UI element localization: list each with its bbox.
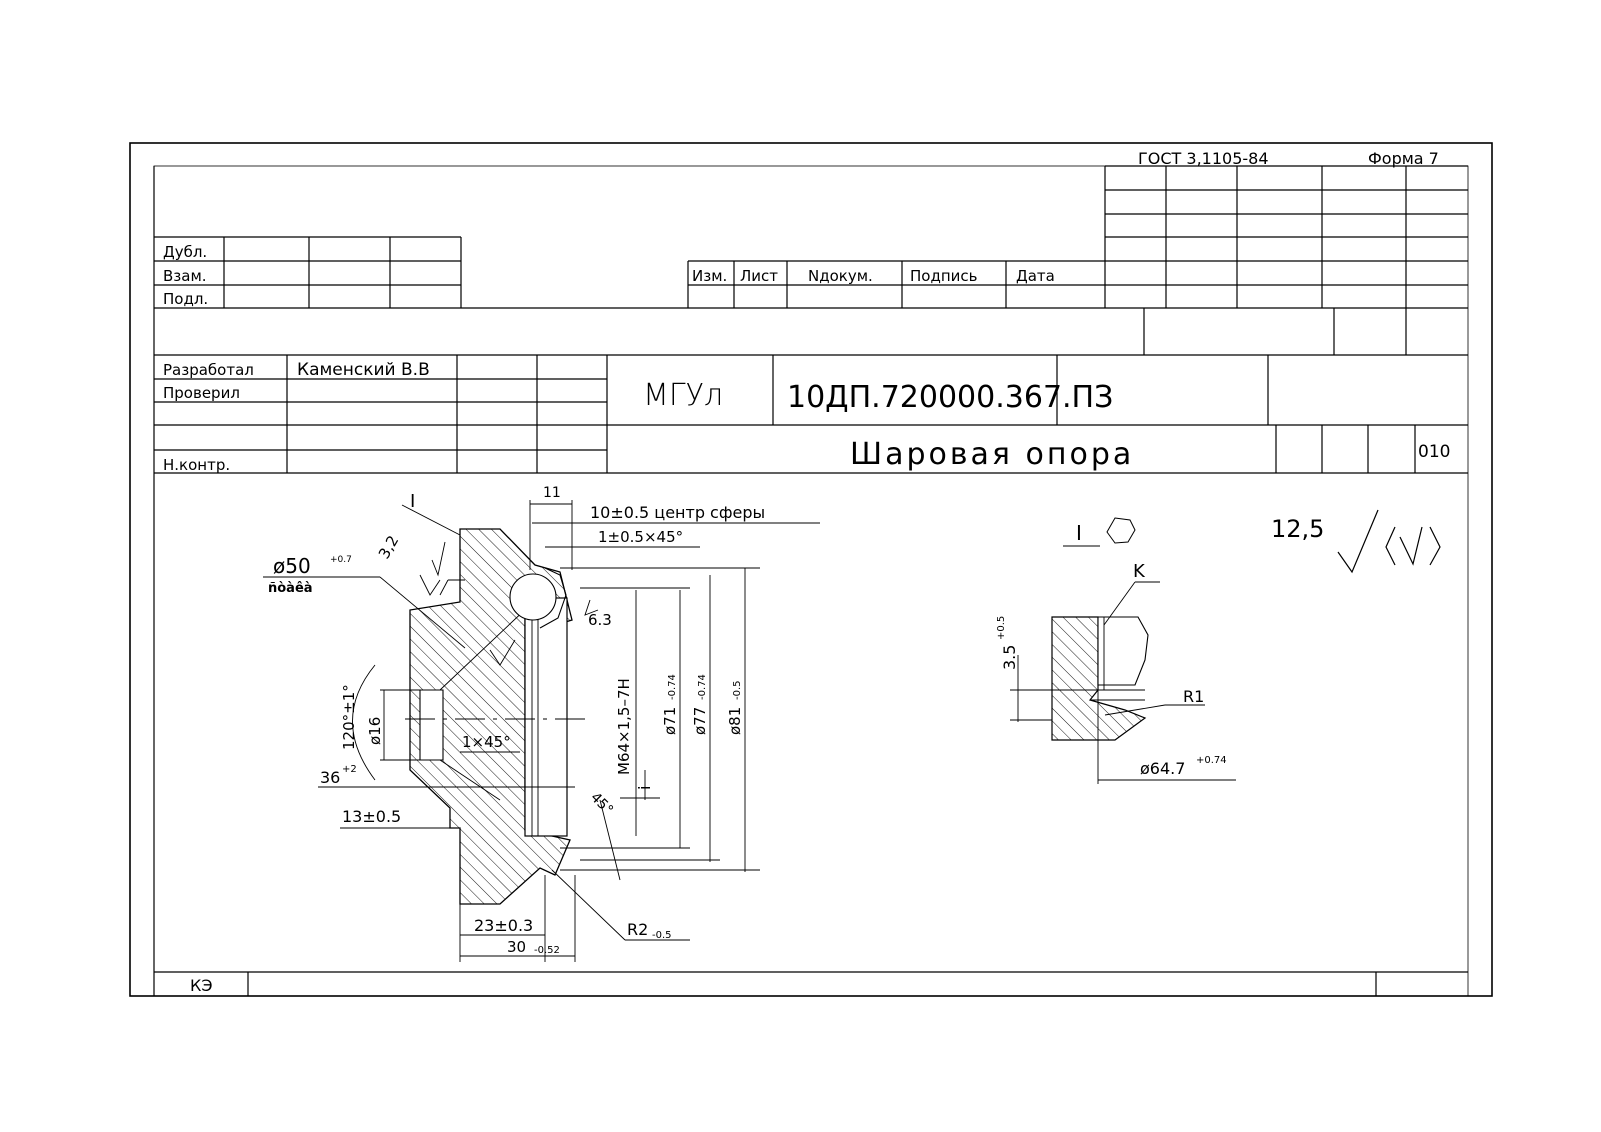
roughness-check-icon	[1337, 509, 1379, 574]
detail-label: I	[1076, 521, 1082, 545]
roughness-32: 3,2	[375, 532, 403, 562]
roughness-63: 6.3	[588, 611, 612, 629]
operation-number: 010	[1418, 442, 1450, 462]
dim-35-tol: +0.5	[996, 616, 1007, 640]
dim-dia50: ø50	[273, 554, 311, 578]
dim-dia71-tol: -0.74	[667, 674, 678, 700]
left-stamp-grid	[154, 236, 462, 308]
norm-control-label: Н.контр.	[163, 456, 230, 474]
dim-dia81: ø81	[726, 707, 744, 735]
paren-right	[1429, 526, 1441, 566]
part-name: Шаровая опора	[850, 437, 1134, 472]
inner-frame	[153, 165, 1469, 997]
sign-label: Подпись	[910, 267, 977, 285]
dim-dia50-garbled: ñòàêà	[268, 581, 313, 596]
form-label: Форма 7	[1368, 149, 1439, 168]
dim-dia77-tol: -0.74	[697, 674, 708, 700]
roughness-general: 12,5	[1271, 515, 1324, 543]
dim-23: 23±0.3	[474, 916, 533, 935]
list-label: Лист	[740, 267, 778, 285]
dim-r2-tol: -0.5	[652, 930, 672, 941]
dim-dia81-tol: -0.5	[732, 680, 743, 700]
title-block-grid	[154, 355, 1468, 474]
dim-dia71: ø71	[661, 707, 679, 735]
dim-13: 13±0.5	[342, 807, 401, 826]
dim-11: 11	[543, 485, 561, 501]
dim-angle36: 36	[320, 768, 340, 787]
checked-label: Проверил	[163, 384, 240, 402]
detail-view	[1010, 581, 1236, 784]
dim-angle36-tol: +2	[342, 764, 357, 775]
gost-label: ГОСТ 3,1105-84	[1138, 149, 1269, 168]
thread-bore	[524, 597, 568, 837]
developer-name: Каменский В.В	[297, 360, 430, 380]
dim-angle120: 120°±1°	[340, 684, 358, 750]
dim-r2: R2	[627, 920, 648, 939]
izm-label: Изм.	[692, 267, 727, 285]
center-hole	[419, 689, 444, 761]
dim-dia50-tol: +0.7	[330, 555, 352, 565]
roughness-check-small-icon	[1399, 526, 1423, 566]
dim-dia647-tol: +0.74	[1196, 755, 1227, 766]
section-mark: I	[410, 491, 415, 512]
dim-sphere-center: 10±0.5 центр сферы	[590, 503, 765, 522]
dim-r1: R1	[1183, 687, 1204, 706]
dim-chamfer-inner: 1×45°	[462, 733, 511, 751]
organization: МГУл	[643, 378, 723, 413]
detail-circle-icon	[1106, 517, 1136, 544]
dim-thread: M64×1,5–7H	[615, 678, 633, 775]
dim-dia647: ø64.7	[1140, 759, 1185, 778]
stamp-row-podl: Подл.	[163, 290, 208, 308]
dim-dia16: ø16	[366, 717, 384, 745]
dimension-lines	[263, 500, 820, 962]
part-section	[405, 528, 590, 905]
stamp-row-dubl: Дубл.	[163, 243, 207, 261]
sphere-circle	[509, 573, 557, 621]
dim-chamfer-top: 1±0.5×45°	[598, 528, 683, 546]
dim-dia77: ø77	[691, 707, 709, 735]
dim-angle45: 45°	[587, 790, 616, 819]
date-label: Дата	[1016, 267, 1055, 285]
dim-35: 3.5	[1000, 645, 1019, 670]
footer-code: КЭ	[190, 976, 213, 995]
document-code: 10ДП.720000.367.ПЗ	[787, 380, 1113, 415]
small-mark-i: i	[635, 786, 654, 790]
paren-left	[1385, 526, 1396, 566]
stamp-row-vzam: Взам.	[163, 267, 207, 285]
developed-label: Разработал	[163, 361, 254, 379]
dim-30: 30	[507, 938, 526, 956]
revision-grid	[687, 260, 1105, 308]
ndoc-label: Nдокум.	[808, 267, 873, 285]
dim-30-tol: -0.52	[534, 945, 560, 956]
top-right-grid	[1104, 165, 1468, 308]
k-label: K	[1133, 561, 1146, 582]
